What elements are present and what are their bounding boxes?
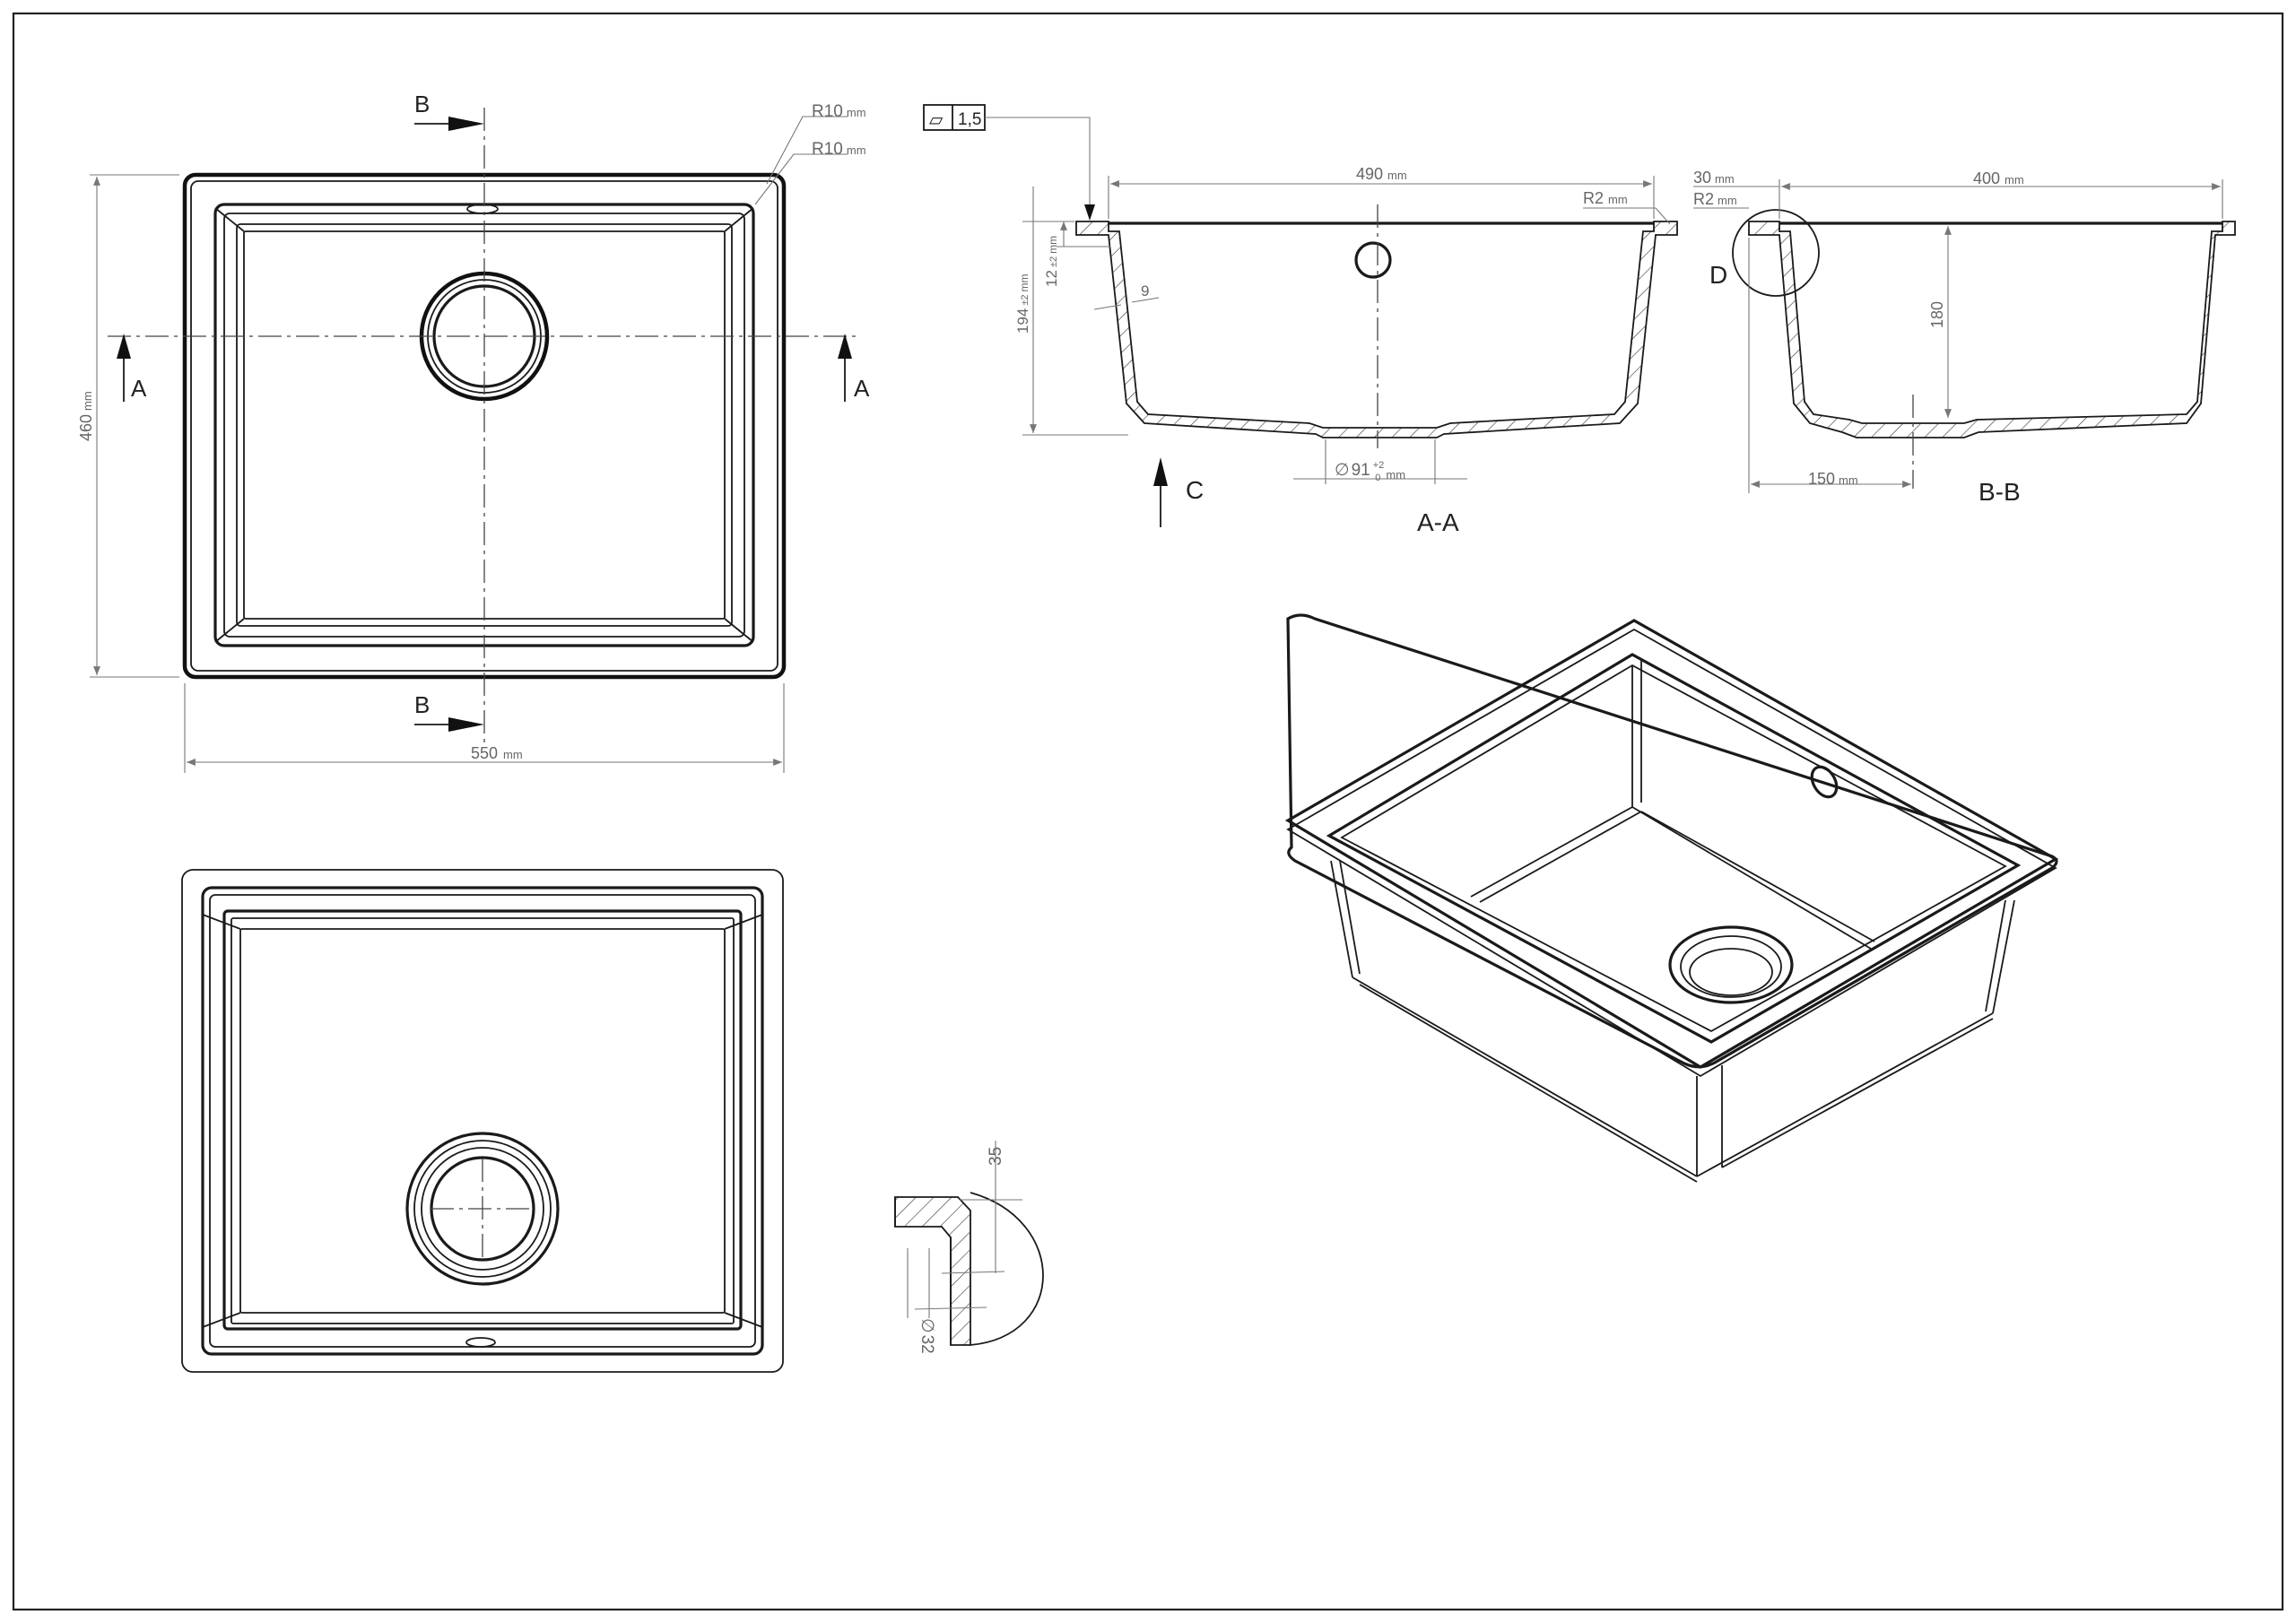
section-bb-depth-value: 180 bbox=[1928, 301, 1946, 328]
section-bb-title: B-B bbox=[1979, 478, 2021, 506]
section-aa-title: A-A bbox=[1417, 508, 1459, 536]
section-c-label: C bbox=[1186, 476, 1204, 504]
section-b-label-bottom: B bbox=[414, 691, 430, 718]
section-aa-view bbox=[923, 104, 1678, 527]
height-dimension-value: 460mm bbox=[77, 391, 95, 441]
section-a-label-left: A bbox=[131, 375, 147, 402]
section-aa-wall-thickness-value: 9 bbox=[1141, 282, 1149, 299]
detail-d-dia-value: ∅32 bbox=[918, 1318, 936, 1354]
top-view bbox=[90, 108, 861, 773]
section-b-label-top: B bbox=[414, 91, 430, 117]
section-a-label-right: A bbox=[854, 375, 870, 402]
flatness-value: 1,5 bbox=[958, 110, 981, 129]
isometric-view bbox=[1284, 613, 2059, 1183]
section-bb-view bbox=[1693, 179, 2236, 493]
detail-d-label: D bbox=[1709, 261, 1727, 289]
bottom-view bbox=[181, 869, 784, 1373]
detail-d-view bbox=[894, 1141, 1044, 1346]
detail-d-height-value: 35 bbox=[987, 1147, 1005, 1166]
drawing-frame bbox=[12, 12, 2284, 1611]
flatness-symbol: ▱ bbox=[929, 110, 944, 130]
section-aa-rim-depth-value: 12±2mm bbox=[1043, 236, 1060, 287]
section-aa-total-depth-value: 194±2mm bbox=[1014, 273, 1031, 334]
